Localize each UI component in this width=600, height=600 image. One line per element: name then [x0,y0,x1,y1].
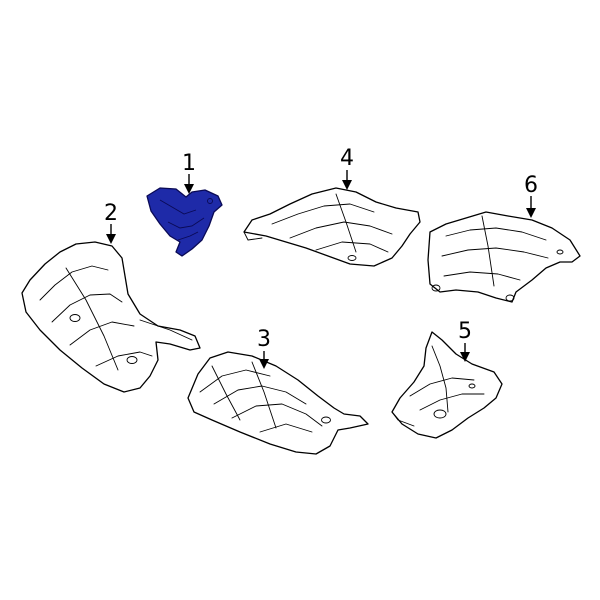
heat-shield-2-body [21,241,201,393]
callout-1: 1 [182,151,196,194]
heat-shield-6-ridge [481,215,495,287]
callout-3-arrow [259,359,269,369]
heat-shield-3-rib-c [231,403,323,427]
heat-shield-5-bolt-b [468,383,476,389]
heat-shield-6[interactable] [427,211,581,303]
callout-4-label: 4 [340,146,354,171]
heat-shield-5-bolt-a [433,409,447,419]
heat-shield-2-flange [139,319,193,341]
heat-shield-2-bolt-a [69,314,81,322]
heat-shield-5-body [391,331,503,439]
heat-shield-5-rib-c [431,345,449,413]
heat-shield-6-rib-b [441,247,549,259]
heat-shield-5-rib-a [409,377,475,397]
heat-shield-1-rib-b [167,217,205,229]
heat-shield-2[interactable] [21,241,201,393]
callout-5-label: 5 [458,319,472,344]
heat-shield-6-bolt-c [556,249,564,255]
callout-6-arrow [526,208,536,218]
heat-shield-6-rib-a [445,227,547,241]
callout-3-label: 3 [257,327,271,352]
heat-shield-1-rib-a [159,199,197,215]
heat-shield-4-tab [243,231,263,241]
callout-3: 3 [257,327,271,369]
heat-shield-2-channel [65,267,119,371]
callout-5: 5 [458,319,472,362]
heat-shield-4[interactable] [243,187,421,267]
heat-shield-5-flange [391,411,415,427]
heat-shield-1-rib-c [177,231,199,241]
heat-shield-3-rib-d [259,423,313,433]
heat-shield-5[interactable] [391,331,503,439]
heat-shield-4-ridge [335,193,357,253]
heat-shield-4-rib-c [315,241,389,253]
heat-shield-1-body [146,187,223,257]
callout-6: 6 [524,173,538,218]
callout-4-arrow [342,180,352,190]
heat-shield-1[interactable] [146,187,223,257]
heat-shield-5-rib-b [419,393,485,411]
heat-shield-3[interactable] [187,351,369,455]
heat-shield-2-rib-b [51,293,123,323]
heat-shield-6-bolt-a [431,284,441,292]
callout-4: 4 [340,146,354,190]
heat-shield-2-bolt-b [126,356,138,364]
heat-shield-2-rib-c [69,321,135,346]
heat-shield-3-ridge [211,365,241,421]
heat-shield-3-body [187,351,369,455]
heat-shield-6-body [427,211,581,303]
callout-6-label: 6 [524,173,538,198]
heat-shield-3-ridge-b [251,361,277,429]
heat-shield-4-bolt [347,255,357,261]
heat-shield-1-bolt-hole [207,198,213,204]
heat-shield-6-bolt-b [505,294,515,302]
heat-shield-3-rib-a [199,369,271,393]
heat-shield-3-bolt [321,416,331,424]
callout-1-arrow [184,184,194,194]
callout-1-label: 1 [182,151,196,176]
heat-shield-6-rib-c [443,271,521,281]
callout-5-arrow [460,352,470,362]
callout-2-label: 2 [104,201,118,226]
heat-shield-2-rib-d [95,351,153,367]
heat-shield-4-rib-a [271,203,375,225]
callout-2: 2 [104,201,118,244]
callout-2-arrow [106,234,116,244]
heat-shield-4-rib-b [289,221,393,239]
heat-shield-4-body [243,187,421,267]
heat-shield-2-rib-a [39,265,109,301]
